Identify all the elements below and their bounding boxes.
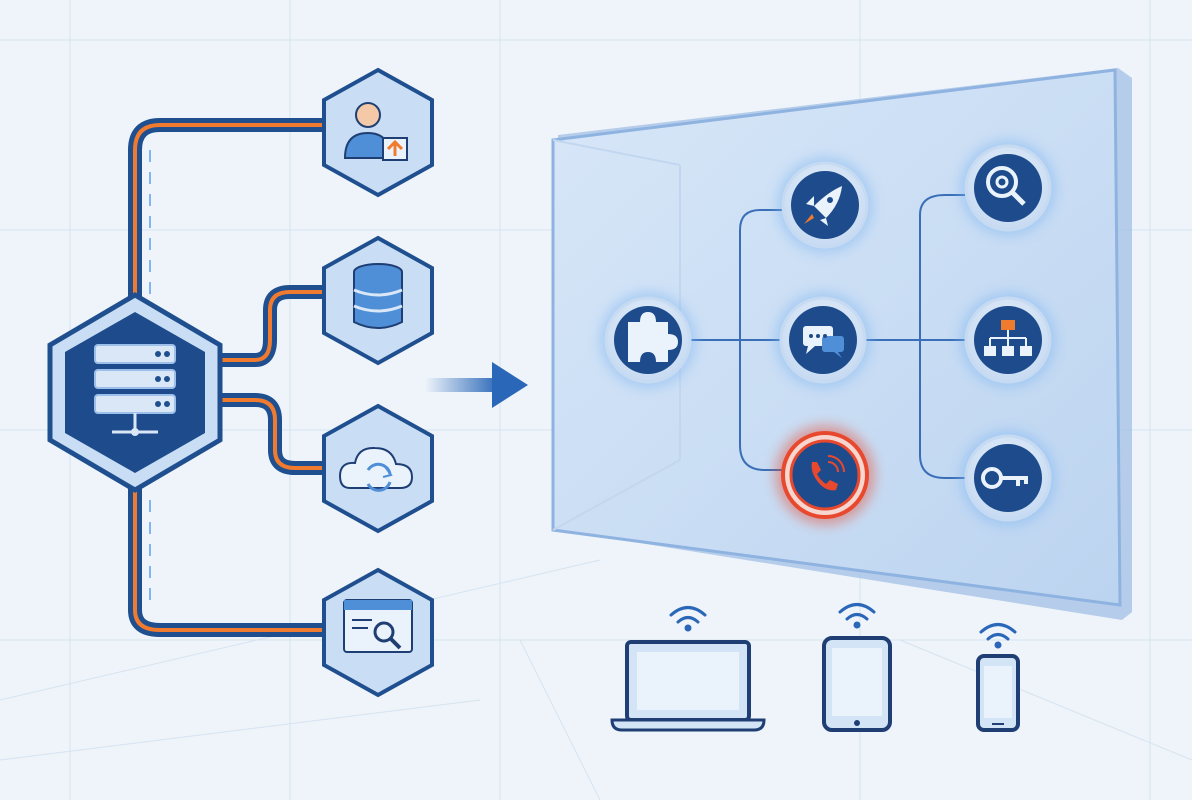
browser-search-icon — [343, 599, 413, 653]
cloud-sync-icon — [338, 446, 414, 492]
user-upload-icon — [343, 102, 408, 161]
wifi-icon — [838, 603, 876, 629]
wifi-icon — [979, 623, 1017, 649]
search-settings-icon — [986, 166, 1026, 206]
node-puzzle — [600, 292, 696, 388]
node-key — [960, 430, 1056, 526]
node-search-settings — [960, 140, 1056, 236]
server-network-icon — [94, 344, 176, 436]
hub-cables — [128, 118, 337, 637]
service-cloud-sync — [322, 403, 434, 534]
arrow-right-icon — [425, 362, 528, 408]
node-phone-call — [775, 425, 875, 525]
device-laptop — [610, 606, 766, 732]
node-connections — [690, 194, 965, 479]
node-chat — [775, 292, 871, 388]
smartphone-icon — [976, 654, 1020, 732]
phone-call-icon — [811, 455, 845, 491]
laptop-icon — [610, 640, 766, 732]
tablet-icon — [822, 636, 892, 732]
database-icon — [353, 263, 403, 329]
server-hub — [47, 292, 223, 493]
org-chart-icon — [984, 320, 1032, 356]
chat-icon — [803, 326, 844, 358]
wifi-icon — [669, 606, 707, 632]
key-icon — [981, 467, 1028, 489]
rocket-icon — [804, 186, 842, 226]
node-rocket — [777, 157, 873, 253]
puzzle-icon — [628, 312, 678, 362]
device-smartphone — [976, 623, 1020, 732]
device-tablet — [822, 603, 892, 732]
service-user-upload — [322, 67, 434, 198]
service-database — [322, 235, 434, 366]
service-browser-search — [322, 567, 434, 698]
node-org-chart — [960, 292, 1056, 388]
